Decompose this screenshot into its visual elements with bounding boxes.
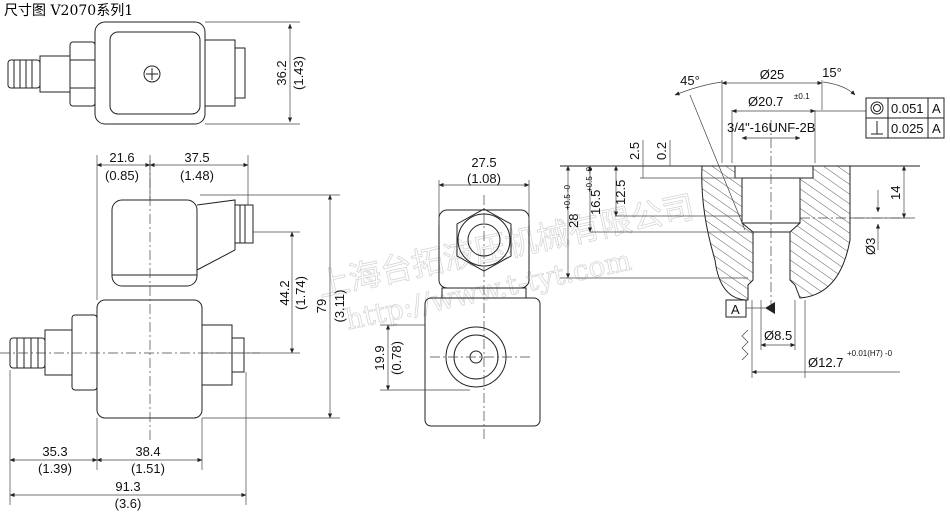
side-view: 21.6 (0.85) 37.5 (1.48) 44.2 (1.74) 79 (… xyxy=(0,150,347,511)
dim-center-mm: 19.9 xyxy=(372,345,387,370)
thread-spec: 3/4"-16UNF-2B xyxy=(727,120,815,135)
dim-width-in: (1.08) xyxy=(467,171,501,186)
dim-12-5: 12.5 xyxy=(613,180,628,205)
dim-width-mm: 27.5 xyxy=(471,155,496,170)
angle-right: 15° xyxy=(822,65,842,80)
dim-fitting-mm: 35.3 xyxy=(42,444,67,459)
dim-28: 28 xyxy=(566,214,581,228)
tolerance-value-1: 0.051 xyxy=(891,101,924,116)
surface-finish-icon xyxy=(741,329,749,361)
dim-fitting-in: (1.39) xyxy=(38,461,72,476)
datum-triangle-icon xyxy=(765,302,775,314)
concentricity-icon xyxy=(870,101,884,115)
screw-icon xyxy=(143,65,161,83)
dia-inner: Ø20.7 xyxy=(748,94,783,109)
dim-conn-height-in: (1.74) xyxy=(293,276,308,310)
dim-total-len-in: (3.6) xyxy=(115,496,142,511)
dim-height-in: (1.43) xyxy=(291,56,306,90)
cavity-section: 45° 15° Ø25 Ø20.7 ±0.1 3/4"-16UNF-2B 0.0… xyxy=(560,65,945,378)
dim-conn-width-in: (1.48) xyxy=(180,168,214,183)
tolerance-frame: 0.051 A 0.025 A xyxy=(865,97,945,139)
dim-14: 14 xyxy=(888,186,903,200)
dim-total-len-mm: 91.3 xyxy=(115,479,140,494)
dim-12-7: Ø12.7 xyxy=(808,355,843,370)
drawing-title: 尺寸图 V2070系列1 xyxy=(4,3,134,19)
dim-12-7-tol: +0.01(H7) -0 xyxy=(847,349,893,358)
datum-label: A xyxy=(731,302,740,317)
dim-total-height-mm: 79 xyxy=(314,299,329,313)
dim-port: Ø3 xyxy=(863,238,878,255)
dim-conn-width-mm: 37.5 xyxy=(184,150,209,165)
dim-2-5: 2.5 xyxy=(627,142,642,160)
dim-body-in: (1.51) xyxy=(131,461,165,476)
dim-total-height-in: (3.11) xyxy=(332,290,347,323)
dim-16-5: 16.5 xyxy=(588,190,603,215)
dim-0-2: 0.2 xyxy=(654,142,669,160)
dim-center-in: (0.78) xyxy=(389,341,404,375)
dim-28-tol: +0.5 -0 xyxy=(563,184,572,210)
dim-conn-offset-in: (0.85) xyxy=(105,168,139,183)
dim-body-mm: 38.4 xyxy=(135,444,160,459)
dim-8-5: Ø8.5 xyxy=(764,328,792,343)
dia-inner-tol: ±0.1 xyxy=(794,92,810,101)
angle-left: 45° xyxy=(680,73,700,88)
top-view: 36.2 (1.43) xyxy=(7,21,306,125)
dim-16-5-tol: +0.5 -0 xyxy=(585,166,594,192)
dia-outer: Ø25 xyxy=(760,67,785,82)
tolerance-datum-1: A xyxy=(932,101,941,116)
tolerance-datum-2: A xyxy=(932,121,941,136)
dim-conn-offset-mm: 21.6 xyxy=(109,150,134,165)
dim-conn-height-mm: 44.2 xyxy=(277,280,292,305)
dim-height-mm: 36.2 xyxy=(274,60,289,85)
datum-box xyxy=(725,299,747,318)
front-view: 27.5 (1.08) 19.9 (0.78) xyxy=(372,155,541,440)
tolerance-value-2: 0.025 xyxy=(891,121,924,136)
